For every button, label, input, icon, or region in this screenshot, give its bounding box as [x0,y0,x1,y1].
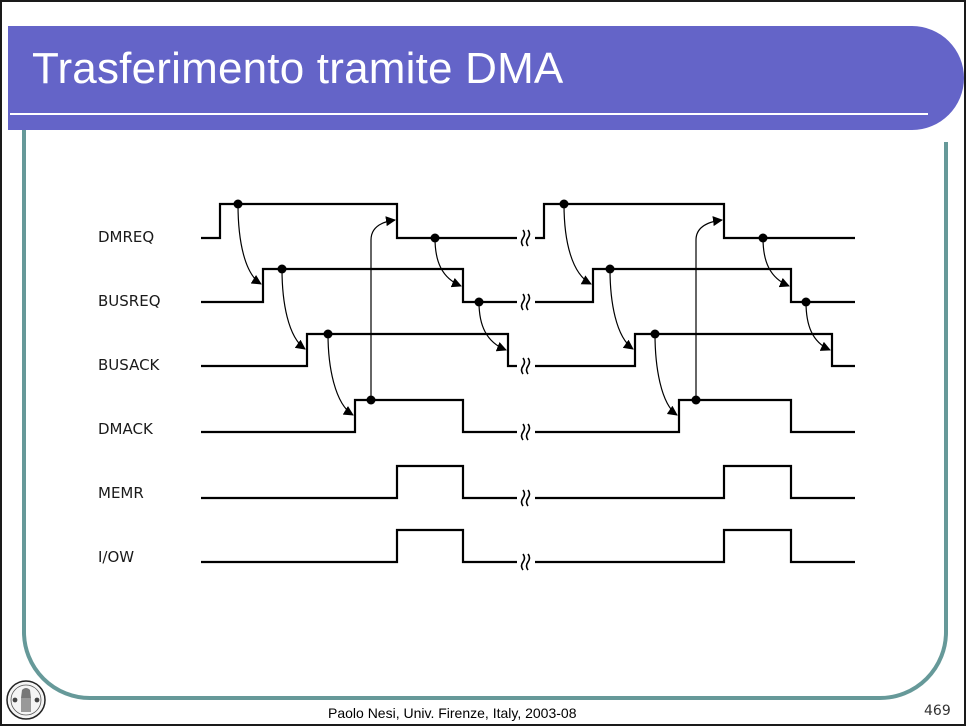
waveform-busreq-2 [535,267,855,304]
waveform-dmreq-1 [201,202,517,240]
event-dot [758,233,768,243]
waveform-iow-1 [201,528,517,564]
event-dot [605,264,615,274]
signal-label-busack: BUSACK [98,356,161,374]
arrow-dmreq-busreq-fall-2 [762,237,790,288]
signal-label-dmreq: DMREQ [98,228,154,246]
arrow-dmreq-busreq-1 [237,203,262,285]
waveform-dmack-1 [201,398,517,434]
slide-footer: Paolo Nesi, Univ. Firenze, Italy, 2003-0… [328,705,577,721]
waveform-dmreq-2 [535,202,855,240]
signal-label-iow: I/OW [98,548,134,566]
arrow-dmreq-busreq-2 [563,203,592,285]
content-frame [22,130,948,700]
event-dot [474,297,484,307]
arrow-busreq-busack-fall-1 [478,301,507,352]
arrow-dmreq-busreq-fall-1 [434,237,462,288]
event-dot [430,233,440,243]
break-mark-icon [520,489,531,507]
arrow-busack-dmack-2 [654,333,678,416]
signal-label-busreq: BUSREQ [98,292,161,310]
event-dot [691,395,701,405]
signal-label-memr: MEMR [98,484,144,502]
break-mark-icon [520,553,531,571]
waveform-iow-2 [535,528,855,564]
waveform-busack-1 [201,332,517,368]
waveform-memr-1 [201,464,517,500]
event-dot [323,329,333,339]
waveform-busack-2 [535,332,855,368]
arrow-busack-dmack-1 [327,333,354,416]
title-bar [8,26,964,130]
break-mark-icon [520,229,531,247]
event-dot [233,199,243,209]
break-mark-icon [520,423,531,441]
event-dot [277,264,287,274]
signal-label-dmack: DMACK [98,420,154,438]
arrow-dmack-dmreq-1 [370,216,396,400]
university-seal-logo [6,680,46,720]
slide-title: Trasferimento tramite DMA [32,44,564,93]
break-mark-icon [520,293,531,311]
break-mark-icon [520,357,531,375]
arrow-busreq-busack-fall-2 [805,301,831,351]
arrow-busreq-busack-2 [609,268,634,350]
dma-timing-diagram: DMREQ BUSREQ BUSACK DMACK MEMR I/OW [98,199,855,571]
event-dot [366,395,376,405]
arrow-busreq-busack-1 [281,268,306,350]
event-dot [801,297,811,307]
waveform-dmack-2 [535,398,855,434]
arrow-dmack-dmreq-2 [695,216,723,400]
event-dot [650,329,660,339]
waveform-memr-2 [535,464,855,500]
event-dot [559,199,569,209]
page-number: 469 [924,703,951,719]
waveform-busreq-1 [201,267,517,304]
